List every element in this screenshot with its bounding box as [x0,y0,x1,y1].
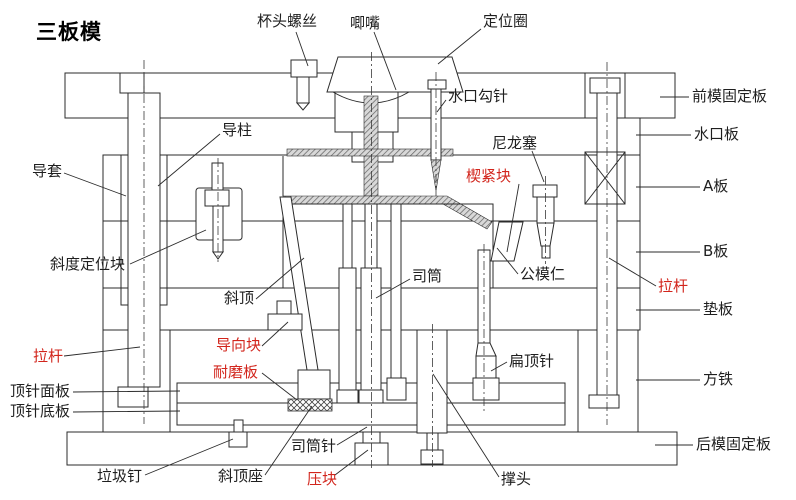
sprue-puller-head [427,79,447,90]
nylon-plug-head [532,184,558,198]
label-leader-lines [63,28,700,478]
ejector-sleeve-2-upper [364,203,378,269]
taper-block-pin-top [211,162,224,191]
stop-pin-shaft [233,419,244,433]
flat-ejector-pin-foot [472,377,500,401]
tie-rod-collar-shape [588,394,620,409]
flat-ejector-pin-body [475,355,497,379]
guide-pillar-head-shape [119,72,145,94]
ejector-sleeve-2-foot [358,389,384,404]
ejector-sleeve-3-shaft [390,203,402,379]
leader-lifter [255,257,305,300]
tie-rod-bushing-shape [584,151,626,205]
leader-nylon-plug [531,150,545,183]
ejector-sleeve-1-foot [336,389,359,404]
support-pillar-screw-head [420,449,444,465]
sprue-channel [363,95,379,197]
ejector-sleeve-2-lower [360,267,382,391]
leader-locating-ring [437,28,482,65]
leader-ejector-retainer-plate [72,390,181,393]
cup-head-screw-head [290,59,318,78]
leader-wear-plate [261,372,298,401]
guide-pillar-shape [127,92,161,388]
leader-core-insert [496,247,519,275]
lifter-shape [279,196,319,371]
leader-guide-block [261,321,289,347]
tie-rod-left-cap-shape [117,386,149,408]
leader-sleeve-pin [336,426,368,446]
guide-block-screw [276,300,292,315]
leader-guide-pillar [157,133,221,187]
leader-ejector-sleeve [375,278,411,299]
leader-tie-rod-left [63,346,141,357]
center-lines [143,52,608,468]
leader-tie-rod-right [608,257,657,287]
support-pillar-shape [416,329,448,434]
wear-plate-shape [287,398,333,412]
leader-nozzle [373,31,397,91]
leader-wedge-block [506,183,520,253]
stop-pin-head [228,431,248,448]
leader-taper-locating-block [129,229,207,265]
leader-guide-bush [63,172,127,197]
runner-strip [286,148,454,157]
leader-stop-pin [144,438,234,476]
leader-ejector-base-plate [72,410,181,413]
bushing-cross-line [584,151,626,205]
nylon-plug-tip [541,245,551,259]
cup-head-screw-tip [295,102,311,111]
leader-sprue-puller-pin [436,99,447,113]
guide-block-shape [267,313,303,331]
leader-cup-head-screw [295,31,309,67]
leader-flat-ejector-pin [490,361,508,372]
flat-ejector-pin-taper [475,342,497,357]
ejector-sleeve-3-foot [386,377,407,401]
lifter-seat-shape [297,369,331,400]
leader-press-block [334,449,369,476]
cup-head-screw-shaft [296,76,310,104]
taper-block-pin-collar [204,189,230,207]
leader-support-pillar [432,373,500,478]
ejector-sleeve-1-upper [342,203,353,269]
ejector-sleeve-1-lower [338,267,357,391]
tie-rod-head-shape [589,77,621,94]
leader-lifter-seat [264,405,313,476]
wedge-block-shape [490,221,524,262]
core-insert-shape [282,203,494,289]
